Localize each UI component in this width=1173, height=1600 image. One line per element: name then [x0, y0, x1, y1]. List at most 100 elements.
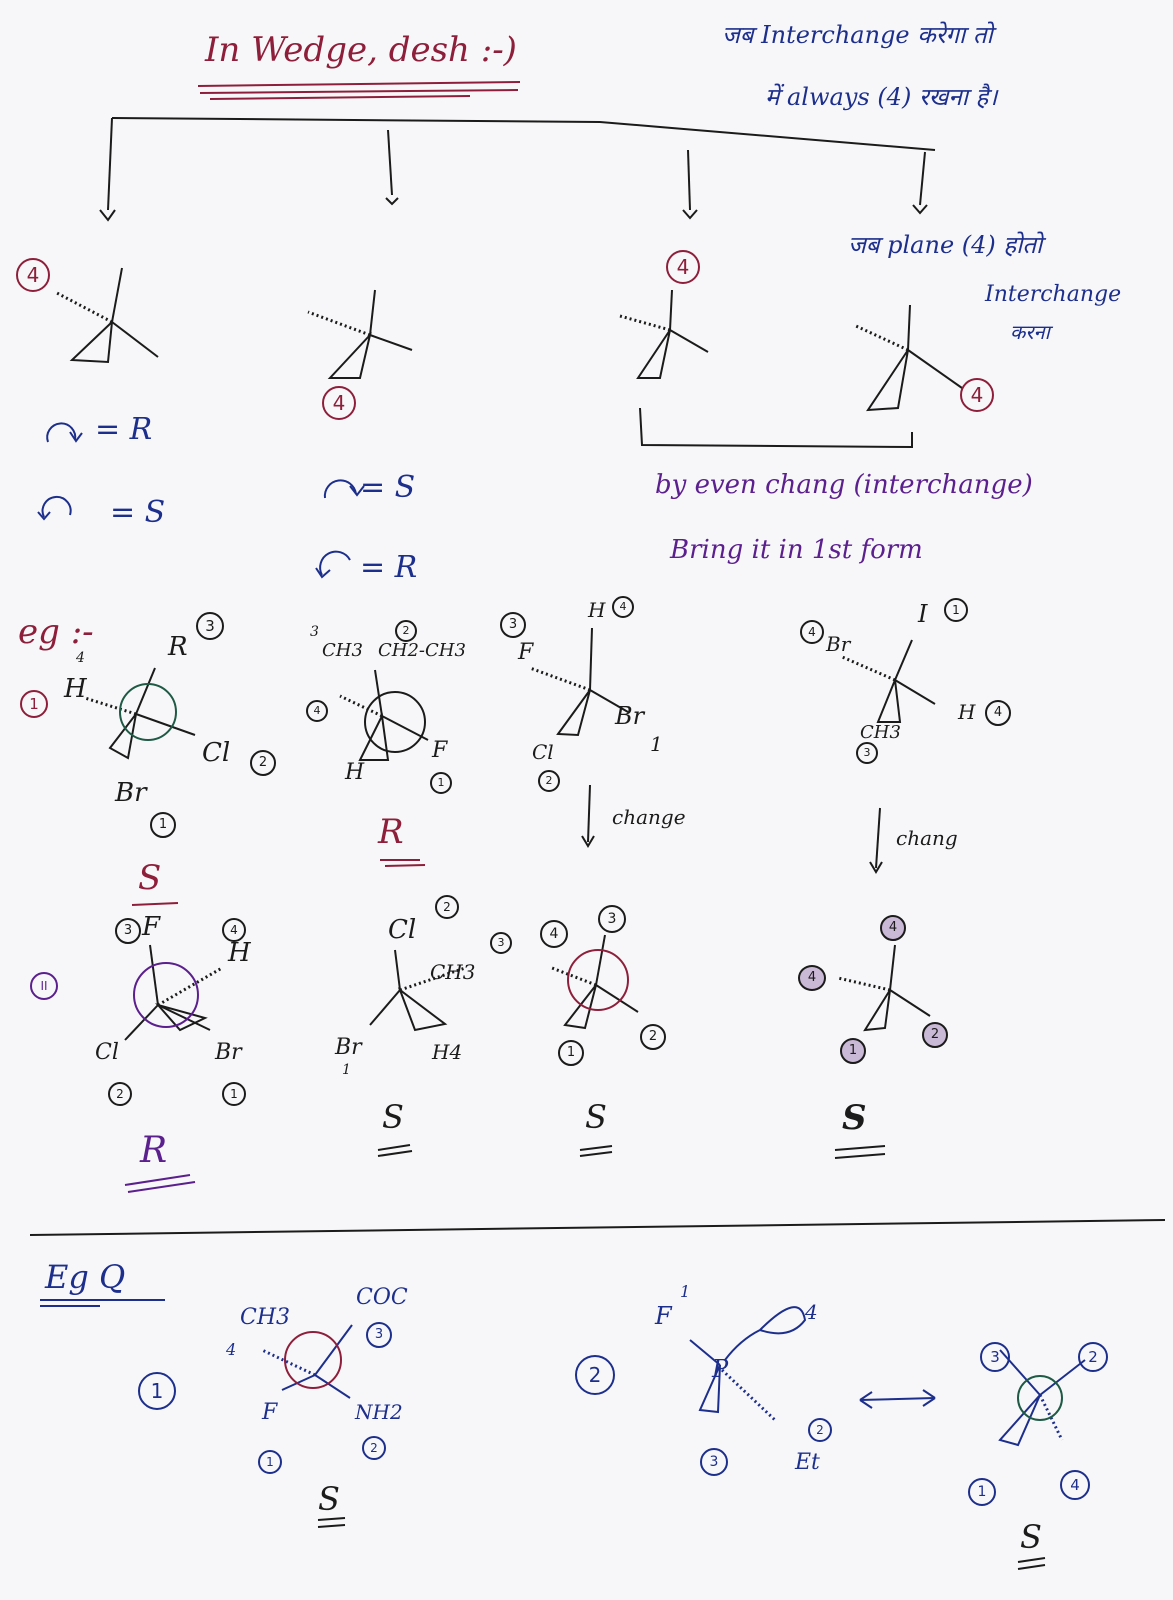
ex8-rank-left: 4 [798, 965, 826, 991]
section-divider [29, 1219, 1166, 1236]
title-underline [197, 81, 521, 100]
ex2-rank-h: 4 [306, 700, 328, 722]
ex6-rank-br: 1 [342, 1062, 351, 1078]
ex8-rank-right: 2 [922, 1022, 948, 1048]
branch4-note-interchange: Interchange [985, 282, 1122, 307]
ex4-change-label: chang [896, 826, 958, 850]
ex5-rank-br: 1 [222, 1082, 246, 1106]
q2-rank-et: 2 [808, 1418, 832, 1442]
branch-structure-1 [54, 267, 159, 364]
ex5-group-br: Br [215, 1040, 242, 1065]
ex7-rank-top2: 3 [598, 905, 626, 933]
ex7-rank-bottom: 1 [558, 1040, 584, 1066]
ex1-group-br: Br [115, 778, 147, 808]
ex6-group-br: Br [335, 1035, 362, 1060]
example-4-structure [839, 639, 936, 874]
q2-rank-wedge: 3 [700, 1448, 728, 1476]
q2-rank-lone-pair: 4 [805, 1300, 818, 1324]
ex5-group-f: F [142, 912, 161, 942]
q1-rank-cooh: 3 [366, 1322, 392, 1348]
ex2-rank-ch3: 3 [310, 624, 319, 640]
ex1-rank-br: 1 [150, 812, 176, 838]
q1-number: 1 [138, 1372, 176, 1410]
example-2-structure [339, 669, 429, 761]
ex6-group-ch3: CH3 [430, 960, 476, 984]
ex1-group-r: R [168, 632, 188, 662]
ex1-answer: S [138, 858, 162, 898]
ex2-group-f: F [432, 738, 448, 763]
ex2-rank-ch2ch3: 2 [395, 620, 417, 642]
exercise-label: Eg Q [45, 1258, 126, 1296]
ex5-row-number: II [30, 972, 58, 1000]
ex4-group-i: I [918, 600, 928, 628]
ex2-rank-f: 1 [430, 772, 452, 794]
q1-group-nh2: NH2 [355, 1400, 403, 1424]
interchange-note-line1: जब Interchange करेगा तो [722, 21, 993, 49]
ex1-row-number: 1 [20, 690, 48, 718]
q2-group-et: Et [795, 1450, 820, 1475]
branch4-note-do: करना [1010, 320, 1050, 344]
ex6-group-h: H4 [432, 1040, 463, 1064]
example-6-structure [369, 949, 466, 1032]
ex2-group-ch3: CH3 [322, 640, 363, 661]
example-7-structure [551, 934, 639, 1030]
branch4-note-plane: जब plane (4) होतो [848, 231, 1043, 259]
ex3-rank-f: 3 [500, 612, 526, 638]
q1-rank-nh2: 2 [362, 1436, 386, 1460]
ex4-group-br: Br [826, 632, 851, 656]
ex3-rank-h: 4 [612, 596, 634, 618]
branch-structure-2 [307, 289, 413, 379]
branch4-priority-badge: 4 [960, 378, 994, 412]
ex3-group-br: Br [615, 702, 645, 730]
ex8-rank-bottom: 1 [840, 1038, 866, 1064]
branch2-rule-clockwise: = S [360, 470, 416, 505]
ex6-answer: S [382, 1098, 404, 1136]
example-3-structure [529, 627, 629, 848]
ex6-group-cl: Cl [388, 915, 417, 945]
even-change-note-line1: by even chang (interchange) [655, 470, 1033, 500]
q2-result-rank-1: 3 [980, 1342, 1010, 1372]
ex4-group-ch3: CH3 [860, 722, 901, 743]
exercise-1-structure [261, 1324, 353, 1528]
ex3-rank-cl: 2 [538, 770, 560, 792]
q1-group-cooh: COC [356, 1285, 408, 1310]
ex1-group-cl: Cl [202, 738, 231, 768]
ex4-rank-br: 4 [800, 620, 824, 644]
ex5-group-cl: Cl [95, 1040, 119, 1065]
ex7-answer: S [585, 1098, 607, 1136]
ex2-group-ch2ch3: CH2-CH3 [378, 640, 466, 661]
ex7-rank-top: 4 [540, 920, 568, 948]
ex1-rank-cl: 2 [250, 750, 276, 776]
ex1-rank-r: 3 [196, 612, 224, 640]
ex8-answer: S [842, 1098, 867, 1138]
ex7-rank-right: 2 [640, 1024, 666, 1050]
ex4-rank-ch3: 3 [856, 742, 878, 764]
ex6-rank-cl: 2 [435, 895, 459, 919]
ex3-group-cl: Cl [532, 740, 554, 764]
example-8-structure [837, 944, 931, 1032]
ex3-group-h: H [588, 598, 606, 622]
ex4-rank-h: 4 [985, 700, 1011, 726]
branch-structure-4 [855, 304, 963, 412]
ex4-group-h: H [958, 700, 976, 724]
page-title: In Wedge, desh :-) [205, 30, 517, 70]
example-5-structure [124, 944, 223, 1041]
pair-bracket [639, 407, 913, 449]
ex3-change-label: change [612, 805, 686, 829]
q1-rank-ch3: 4 [226, 1340, 237, 1359]
q2-answer: S [1020, 1518, 1042, 1556]
ex5-rank-h: 4 [222, 918, 246, 942]
q1-group-ch3: CH3 [240, 1305, 291, 1330]
branch2-priority-badge: 4 [322, 386, 356, 420]
branch-bracket [99, 117, 936, 222]
q2-atom-p: P [712, 1355, 729, 1383]
exercise-2-structure [689, 1306, 1086, 1570]
q2-result-rank-3: 1 [968, 1478, 996, 1506]
ex2-answer: R [378, 812, 404, 852]
q2-result-rank-4: 4 [1060, 1470, 1090, 1500]
ex1-rank-h: 4 [76, 650, 85, 666]
ex3-rank-br: 1 [650, 732, 663, 756]
ex5-answer: R [140, 1130, 168, 1171]
